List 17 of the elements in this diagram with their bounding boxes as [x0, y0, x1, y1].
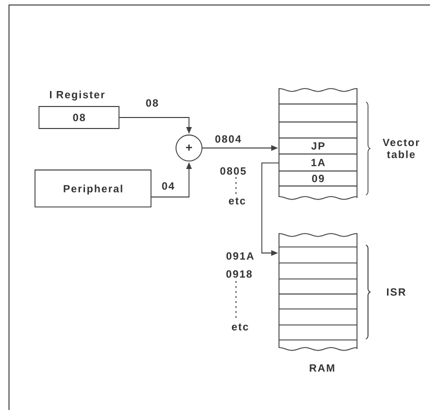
- address-label: 0805: [220, 167, 246, 175]
- address-label: 091A: [226, 252, 254, 260]
- etc-label: etc: [228, 198, 246, 204]
- arrow: [261, 162, 280, 256]
- brace-label: ISR: [387, 288, 406, 296]
- edge-label: 0804: [214, 134, 242, 144]
- peripheral-box: Peripheral: [34, 170, 152, 208]
- register-box: 08 I Register: [38, 90, 120, 129]
- etc-label: etc: [232, 324, 248, 330]
- memory-label: RAM: [310, 364, 334, 372]
- memory-stack: [278, 233, 358, 351]
- edge-label: 08: [144, 98, 160, 108]
- node-label: I Register: [50, 90, 105, 100]
- edge-label: 04: [160, 181, 176, 191]
- brace-label: Vector table: [382, 138, 420, 158]
- memory-stack: JP 1A 09: [278, 88, 358, 200]
- address-label: 0918: [226, 270, 252, 278]
